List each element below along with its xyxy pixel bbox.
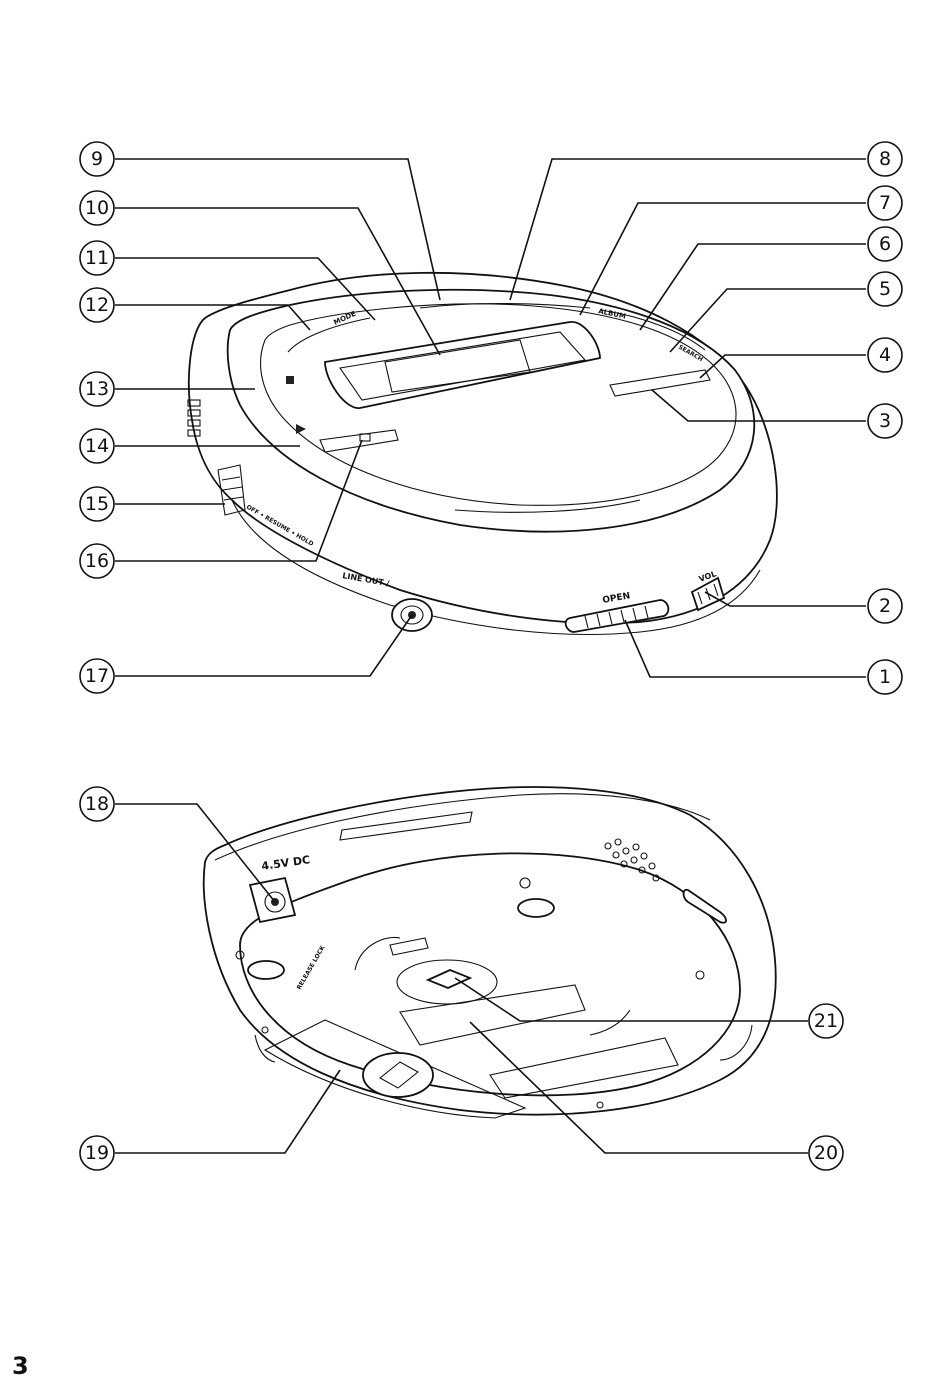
callout-3: 3 [867,403,903,439]
svg-text:3: 3 [879,410,891,432]
svg-text:20: 20 [814,1142,838,1164]
svg-text:16: 16 [85,550,109,572]
svg-text:17: 17 [85,665,109,687]
svg-text:21: 21 [814,1010,838,1032]
svg-text:18: 18 [85,793,109,815]
vent-holes [604,838,660,882]
svg-text:12: 12 [85,294,109,316]
open-slider [564,599,670,633]
svg-text:4: 4 [879,344,891,366]
svg-text:5: 5 [879,278,891,300]
stop-icon [286,376,294,384]
svg-text:13: 13 [85,378,109,400]
svg-text:2: 2 [879,595,891,617]
cd-player-top-view: LINE OUT / OPEN VOL ALBUM MODE SEARCH OF… [187,271,778,635]
callout-8: 8 [867,141,903,177]
leader-lines [115,158,866,1154]
callout-17: 17 [79,658,115,694]
side-grip-left [187,399,201,437]
callout-14: 14 [79,428,115,464]
callout-12: 12 [79,287,115,323]
callout-16: 16 [79,543,115,579]
svg-text:19: 19 [85,1142,109,1164]
callout-7: 7 [867,185,903,221]
callout-13: 13 [79,371,115,407]
callout-10: 10 [79,190,115,226]
svg-text:11: 11 [85,247,109,269]
callout-5: 5 [867,271,903,307]
page-number: 3 [12,1352,29,1380]
callout-19: 19 [79,1135,115,1171]
callout-6: 6 [867,226,903,262]
svg-text:6: 6 [879,233,891,255]
callout-21: 21 [808,1003,844,1039]
callout-4: 4 [867,337,903,373]
svg-text:14: 14 [85,435,109,457]
callout-2: 2 [867,588,903,624]
callout-15: 15 [79,486,115,522]
cd-player-bottom-view: 4.5V DC RELEASE LOCK [202,786,777,1119]
play-pause-icon [296,424,306,434]
callout-20: 20 [808,1135,844,1171]
callouts: 9 10 11 12 13 14 15 16 17 8 7 6 5 4 3 2 … [79,141,903,1171]
svg-text:7: 7 [879,192,891,214]
svg-text:15: 15 [85,493,109,515]
svg-text:10: 10 [85,197,109,219]
svg-text:8: 8 [879,148,891,170]
callout-18: 18 [79,786,115,822]
open-label: OPEN [602,591,631,606]
callout-9: 9 [79,141,115,177]
svg-text:9: 9 [91,148,103,170]
callout-11: 11 [79,240,115,276]
svg-text:1: 1 [879,666,891,688]
callout-1: 1 [867,659,903,695]
